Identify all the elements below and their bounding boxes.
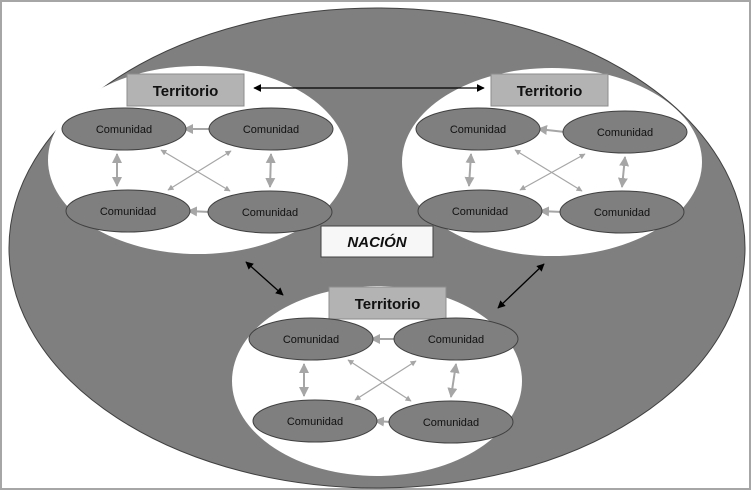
community-link-arrow (464, 153, 476, 187)
community-link-arrow (167, 150, 232, 191)
community-link-arrow (519, 153, 586, 191)
territory-label: Territorio (355, 296, 421, 313)
territory-label-box (126, 73, 245, 107)
community-ellipse (559, 190, 685, 234)
community-ellipse (208, 107, 334, 151)
nation-label: NACIÓN (347, 233, 407, 251)
community-ellipse (248, 317, 374, 361)
territory-link-left-bottom (245, 261, 284, 296)
community-ellipse (415, 107, 541, 151)
community-ellipse (65, 189, 191, 233)
community-ellipse (61, 107, 187, 151)
community-ellipse (388, 400, 514, 444)
nation-label-box: NACIÓN (320, 225, 434, 258)
community-link-arrow (447, 363, 460, 398)
community-link-arrow (537, 125, 566, 135)
community-label: Comunidad (96, 124, 152, 136)
community-label: Comunidad (242, 207, 298, 219)
community-label: Comunidad (243, 124, 299, 136)
community-label: Comunidad (428, 334, 484, 346)
community-label: Comunidad (452, 206, 508, 218)
territory-link-right-bottom (497, 263, 545, 309)
community-label: Comunidad (423, 417, 479, 429)
community-link-arrow (187, 206, 211, 217)
community-link-arrow (539, 206, 563, 217)
territory-label: Territorio (153, 83, 219, 100)
community-label: Comunidad (283, 334, 339, 346)
territory-label-box (328, 286, 447, 320)
community-link-arrow (354, 360, 417, 401)
community-link-arrow (374, 416, 392, 427)
community-ellipse (252, 399, 378, 443)
community-label: Comunidad (450, 124, 506, 136)
territory-label-box (490, 73, 609, 107)
community-link-arrow (617, 156, 630, 188)
community-label: Comunidad (287, 416, 343, 428)
community-ellipse (417, 189, 543, 233)
community-label: Comunidad (597, 127, 653, 139)
community-ellipse (562, 110, 688, 154)
community-link-arrow (265, 153, 276, 188)
community-label: Comunidad (100, 206, 156, 218)
community-ellipse (207, 190, 333, 234)
community-ellipse (393, 317, 519, 361)
territory-label: Territorio (517, 83, 583, 100)
community-label: Comunidad (594, 207, 650, 219)
